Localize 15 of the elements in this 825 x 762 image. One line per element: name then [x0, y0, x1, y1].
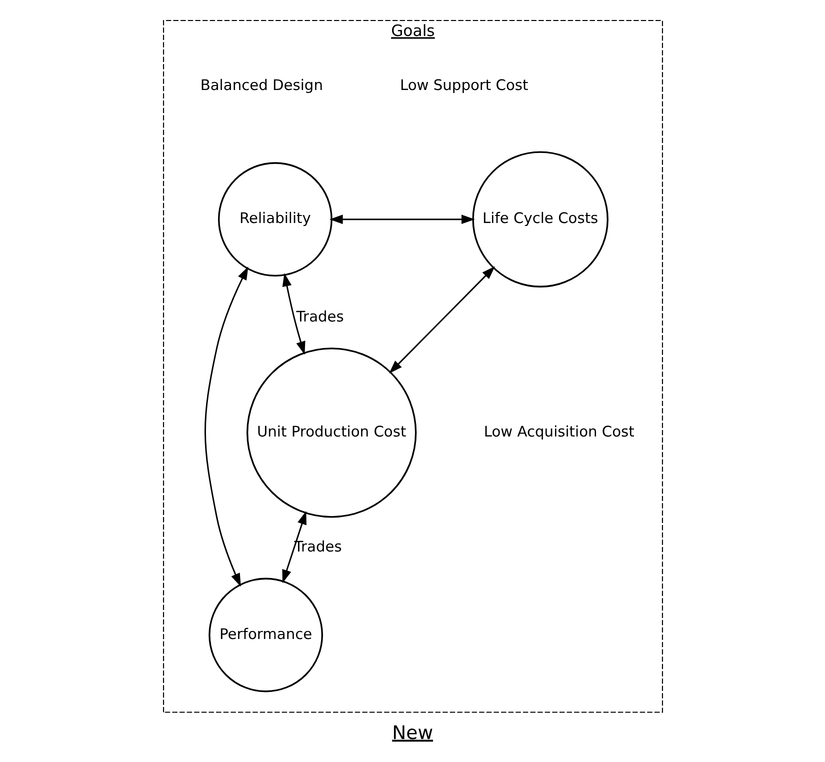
arrow: [282, 272, 305, 355]
edge-label: Trades: [294, 538, 342, 556]
arrow: [388, 266, 495, 374]
node-circle: Life Cycle Costs: [472, 151, 608, 288]
label: Balanced Design: [200, 77, 322, 94]
label: Low Support Cost: [400, 77, 528, 94]
label: Low Acquisition Cost: [483, 424, 634, 441]
node-circle: Unit Production Cost: [246, 348, 416, 518]
edge-label: Trades: [296, 308, 344, 326]
caption: New: [392, 722, 433, 744]
arrow: [204, 266, 248, 587]
node-circle: Performance: [208, 578, 323, 692]
arrow: [328, 214, 474, 224]
arrow: [282, 511, 306, 584]
node-circle: Reliability: [218, 162, 332, 277]
